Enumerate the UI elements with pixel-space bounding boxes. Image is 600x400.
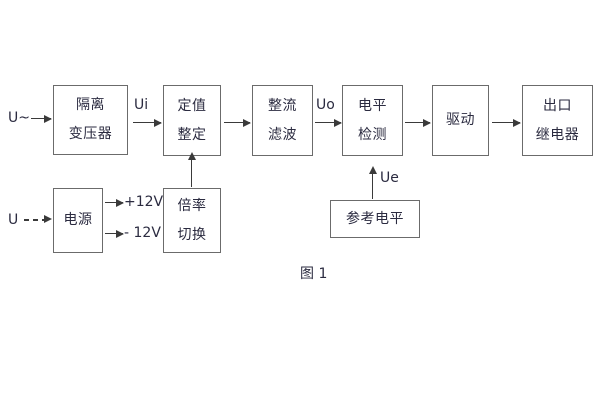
block-output-relay-line-2: 继电器 bbox=[535, 126, 580, 143]
block-power-supply-line-1: 电源 bbox=[63, 212, 93, 229]
positive-rail-label: +12V bbox=[124, 194, 164, 210]
arrow-ac-input-to-isolation-transformer bbox=[31, 114, 52, 123]
block-setting-value: 定值 整定 bbox=[163, 85, 221, 156]
arrow-power-supply-negative-rail bbox=[105, 229, 124, 238]
arrow-level-detection-to-drive bbox=[405, 118, 431, 127]
ui-signal-label: Ui bbox=[134, 97, 149, 113]
block-setting-value-line-1: 定值 bbox=[177, 97, 207, 114]
arrow-multiplier-switch-to-setting-value bbox=[187, 152, 196, 187]
negative-rail-label: - 12V bbox=[124, 225, 161, 241]
arrow-power-supply-positive-rail bbox=[105, 198, 124, 207]
arrow-rectify-filter-to-level-detection bbox=[315, 118, 342, 127]
block-isolation-transformer-line-1: 隔离 bbox=[76, 97, 105, 114]
block-reference-level-line-1: 参考电平 bbox=[346, 210, 404, 227]
block-isolation-transformer: 隔离 变压器 bbox=[53, 85, 128, 155]
block-level-detection-line-2: 检测 bbox=[358, 126, 387, 143]
ac-input-label: U~ bbox=[8, 110, 30, 126]
arrow-reference-level-to-level-detection bbox=[368, 166, 377, 199]
arrow-setting-value-to-rectify-filter bbox=[224, 118, 251, 127]
block-isolation-transformer-line-2: 变压器 bbox=[68, 126, 113, 142]
arrow-isolation-transformer-to-setting-value bbox=[133, 118, 162, 127]
block-level-detection-line-1: 电平 bbox=[358, 97, 387, 114]
block-output-relay-line-1: 出口 bbox=[543, 97, 572, 114]
dc-input-label: U bbox=[8, 212, 19, 228]
block-drive: 驱动 bbox=[432, 85, 489, 156]
block-rectify-filter: 整流 滤波 bbox=[252, 85, 313, 156]
block-drive-line-1: 驱动 bbox=[446, 112, 475, 129]
arrow-drive-to-output-relay bbox=[492, 118, 521, 127]
arrow-dc-input-to-power-supply bbox=[24, 215, 52, 222]
ue-signal-label: Ue bbox=[380, 170, 399, 186]
uo-signal-label: Uo bbox=[316, 97, 335, 113]
block-multiplier-switch-line-2: 切换 bbox=[177, 226, 207, 243]
block-output-relay: 出口 继电器 bbox=[522, 85, 593, 156]
block-rectify-filter-line-2: 滤波 bbox=[268, 126, 297, 143]
block-level-detection: 电平 检测 bbox=[342, 85, 403, 156]
block-power-supply: 电源 bbox=[53, 188, 103, 253]
block-multiplier-switch: 倍率 切换 bbox=[163, 188, 221, 253]
block-rectify-filter-line-1: 整流 bbox=[268, 97, 297, 114]
figure-caption: 图 1 bbox=[300, 266, 328, 282]
block-multiplier-switch-line-1: 倍率 bbox=[177, 197, 207, 214]
block-setting-value-line-2: 整定 bbox=[177, 126, 207, 143]
block-reference-level: 参考电平 bbox=[330, 200, 420, 238]
